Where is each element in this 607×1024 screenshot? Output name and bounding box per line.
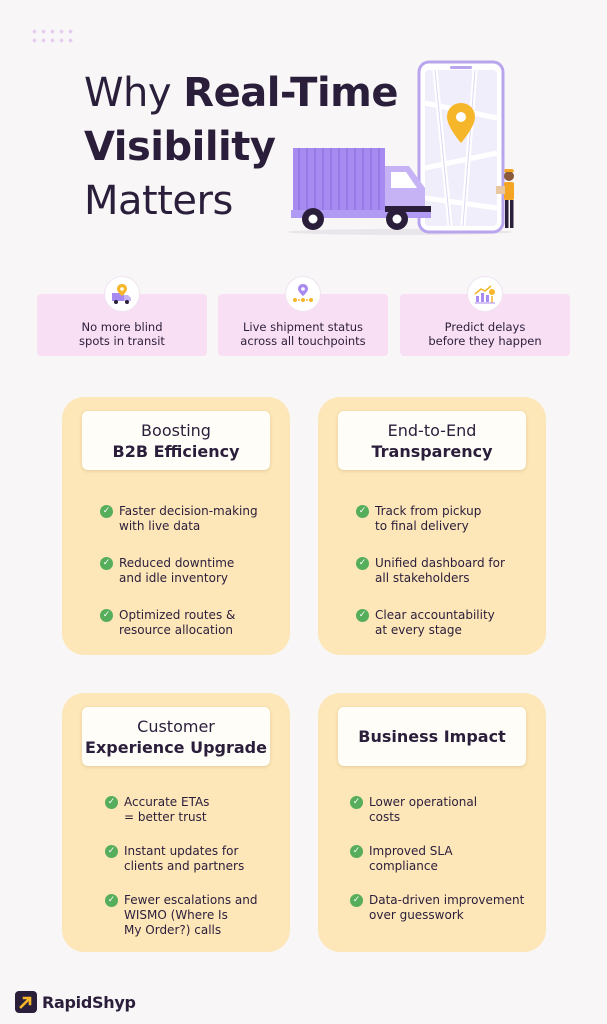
- list-item: ✓Data-driven improvement over guesswork: [350, 893, 530, 923]
- route-pin-icon: [285, 276, 321, 312]
- arrow-up-right-icon: [15, 991, 37, 1013]
- list-item: ✓Instant updates for clients and partner…: [105, 844, 285, 874]
- check-icon: ✓: [105, 894, 118, 907]
- brand-logo: RapidShyp: [15, 991, 136, 1013]
- location-pin-icon: [447, 103, 475, 143]
- check-icon: ✓: [100, 557, 113, 570]
- delivery-truck-icon: [291, 148, 431, 230]
- truck-phone-illustration: [288, 60, 514, 235]
- card-title-bold: Experience Upgrade: [85, 737, 267, 757]
- card-customer-experience: Customer Experience Upgrade ✓Accurate ET…: [62, 693, 290, 952]
- list-item: ✓Lower operational costs: [350, 795, 530, 825]
- list-item: ✓Track from pickup to final delivery: [356, 504, 536, 534]
- check-icon: ✓: [105, 796, 118, 809]
- list-item: ✓Optimized routes & resource allocation: [100, 608, 280, 638]
- card-business-impact: Business Impact ✓Lower operational costs…: [318, 693, 546, 952]
- check-icon: ✓: [350, 894, 363, 907]
- feature-text: Live shipment status across all touchpoi…: [240, 320, 366, 348]
- check-icon: ✓: [100, 505, 113, 518]
- brand-name: RapidShyp: [42, 992, 136, 1012]
- card-b2b-efficiency: Boosting B2B Efficiency ✓Faster decision…: [62, 397, 290, 655]
- check-icon: ✓: [350, 796, 363, 809]
- feature-text: No more blind spots in transit: [79, 320, 165, 348]
- check-icon: ✓: [356, 609, 369, 622]
- truck-location-icon: [104, 276, 140, 312]
- feature-no-blind-spots: No more blind spots in transit: [37, 276, 207, 356]
- card-header: Boosting B2B Efficiency: [82, 411, 270, 470]
- chart-growth-icon: [467, 276, 503, 312]
- card-title-bold: Business Impact: [358, 727, 506, 746]
- feature-live-status: Live shipment status across all touchpoi…: [218, 276, 388, 356]
- list-item: ✓Reduced downtime and idle inventory: [100, 556, 280, 586]
- list-item: ✓Improved SLA compliance: [350, 844, 530, 874]
- check-icon: ✓: [356, 505, 369, 518]
- phone-map-icon: [417, 60, 505, 234]
- check-icon: ✓: [105, 845, 118, 858]
- delivery-person-icon: [496, 169, 514, 228]
- check-icon: ✓: [356, 557, 369, 570]
- check-icon: ✓: [100, 609, 113, 622]
- feature-predict-delays: Predict delays before they happen: [400, 276, 570, 356]
- list-item: ✓Accurate ETAs = better trust: [105, 795, 285, 825]
- card-title-light: Customer: [137, 716, 215, 736]
- list-item: ✓Clear accountability at every stage: [356, 608, 536, 638]
- feature-text: Predict delays before they happen: [428, 320, 542, 348]
- check-icon: ✓: [350, 845, 363, 858]
- card-transparency: End-to-End Transparency ✓Track from pick…: [318, 397, 546, 655]
- list-item: ✓Fewer escalations and WISMO (Where Is M…: [105, 893, 285, 938]
- list-item: ✓Unified dashboard for all stakeholders: [356, 556, 536, 586]
- card-header: Customer Experience Upgrade: [82, 707, 270, 766]
- card-title-bold: Transparency: [371, 441, 493, 461]
- card-title-light: Boosting: [141, 420, 211, 440]
- card-title-light: End-to-End: [387, 420, 477, 440]
- list-item: ✓Faster decision-making with live data: [100, 504, 280, 534]
- card-header: End-to-End Transparency: [338, 411, 526, 470]
- card-header: Business Impact: [338, 707, 526, 766]
- decorative-dots: [30, 27, 76, 43]
- card-title-bold: B2B Efficiency: [112, 441, 240, 461]
